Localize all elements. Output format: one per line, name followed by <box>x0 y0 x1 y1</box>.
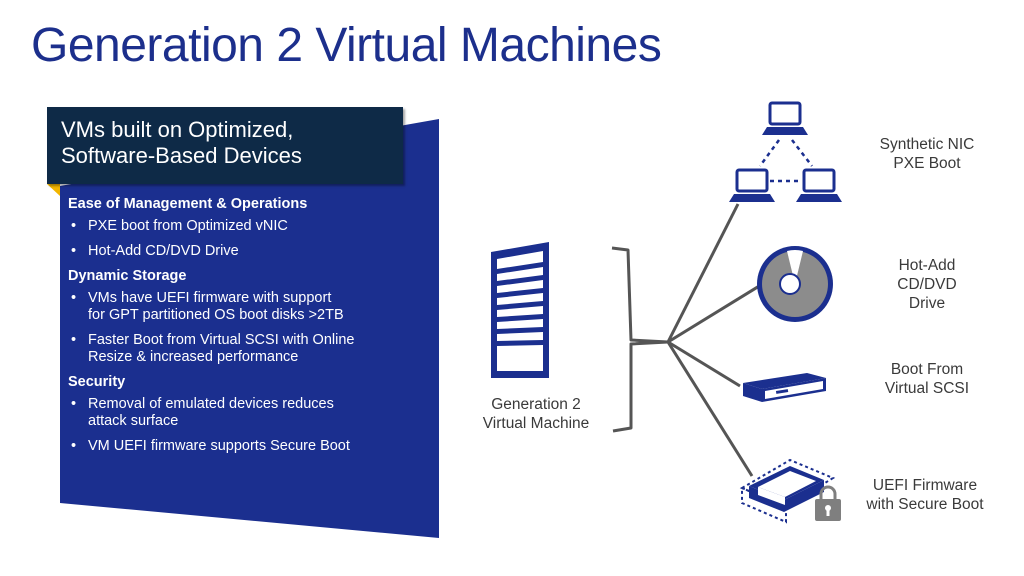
bullet-text: Removal of emulated devices reduces <box>88 396 334 412</box>
list-item: • Removal of emulated devices reduces at… <box>68 396 424 430</box>
bullet-dot-icon: • <box>71 332 77 348</box>
bullet-text: Hot-Add CD/DVD Drive <box>88 243 239 259</box>
list-item: • VM UEFI firmware supports Secure Boot <box>68 438 424 455</box>
label-line: CD/DVD <box>897 276 957 293</box>
label-line: Boot From <box>890 361 964 378</box>
connector-lines <box>666 203 770 477</box>
bullet-dot-icon: • <box>71 396 77 412</box>
label-line: PXE Boot <box>893 155 961 172</box>
section-storage: Dynamic Storage • VMs have UEFI firmware… <box>68 268 424 366</box>
item-label-uefi: UEFI Firmware with Secure Boot <box>845 476 1005 514</box>
panel-header-line1: VMs built on Optimized, <box>61 117 294 142</box>
bullet-dot-icon: • <box>71 218 77 234</box>
center-label-line: Generation 2 <box>491 396 581 413</box>
cd-dvd-disc-icon <box>757 246 833 322</box>
bullet-text: for GPT partitioned OS boot disks >2TB <box>88 307 344 323</box>
center-label: Generation 2 Virtual Machine <box>466 395 606 433</box>
list-item: • Hot-Add CD/DVD Drive <box>68 243 424 260</box>
accent-tab <box>47 184 60 196</box>
label-line: Hot-Add <box>898 257 956 274</box>
section-heading: Dynamic Storage <box>68 268 187 284</box>
bullet-text: VM UEFI firmware supports Secure Boot <box>88 438 350 454</box>
section-security: Security • Removal of emulated devices r… <box>68 374 424 455</box>
scsi-drive-icon <box>743 373 826 402</box>
item-label-cd-dvd: Hot-Add CD/DVD Drive <box>852 256 1002 313</box>
bracket-connector <box>611 246 670 433</box>
panel-content: Ease of Management & Operations • PXE bo… <box>68 196 424 463</box>
server-tower-icon <box>491 242 549 378</box>
center-label-line: Virtual Machine <box>482 415 590 432</box>
bullet-text: VMs have UEFI firmware with support <box>88 290 332 306</box>
item-label-nic: Synthetic NIC PXE Boot <box>852 135 1002 173</box>
label-line: with Secure Boot <box>866 496 984 513</box>
label-line: Synthetic NIC <box>879 136 975 153</box>
bullet-dot-icon: • <box>71 290 77 306</box>
section-management: Ease of Management & Operations • PXE bo… <box>68 196 424 260</box>
list-item: • Faster Boot from Virtual SCSI with Onl… <box>68 332 424 366</box>
bullet-dot-icon: • <box>71 438 77 454</box>
bullet-text: attack surface <box>88 413 179 429</box>
panel-header: VMs built on Optimized, Software-Based D… <box>47 107 403 184</box>
section-heading: Security <box>68 374 126 390</box>
panel-header-line2: Software-Based Devices <box>61 143 302 168</box>
label-line: Virtual SCSI <box>884 380 970 397</box>
list-item: • PXE boot from Optimized vNIC <box>68 218 424 235</box>
label-line: UEFI Firmware <box>872 477 978 494</box>
slide-title: Generation 2 Virtual Machines <box>31 19 662 72</box>
label-line: Drive <box>908 295 946 312</box>
bullet-dot-icon: • <box>71 243 77 259</box>
bullet-text: PXE boot from Optimized vNIC <box>88 218 288 234</box>
section-heading: Ease of Management & Operations <box>68 196 308 212</box>
bullet-text: Resize & increased performance <box>88 349 299 365</box>
network-computers-icon <box>729 101 842 202</box>
secure-drive-lock-icon <box>739 458 841 524</box>
list-item: • VMs have UEFI firmware with support fo… <box>68 290 424 324</box>
item-label-scsi: Boot From Virtual SCSI <box>852 360 1002 398</box>
bullet-text: Faster Boot from Virtual SCSI with Onlin… <box>88 332 355 348</box>
